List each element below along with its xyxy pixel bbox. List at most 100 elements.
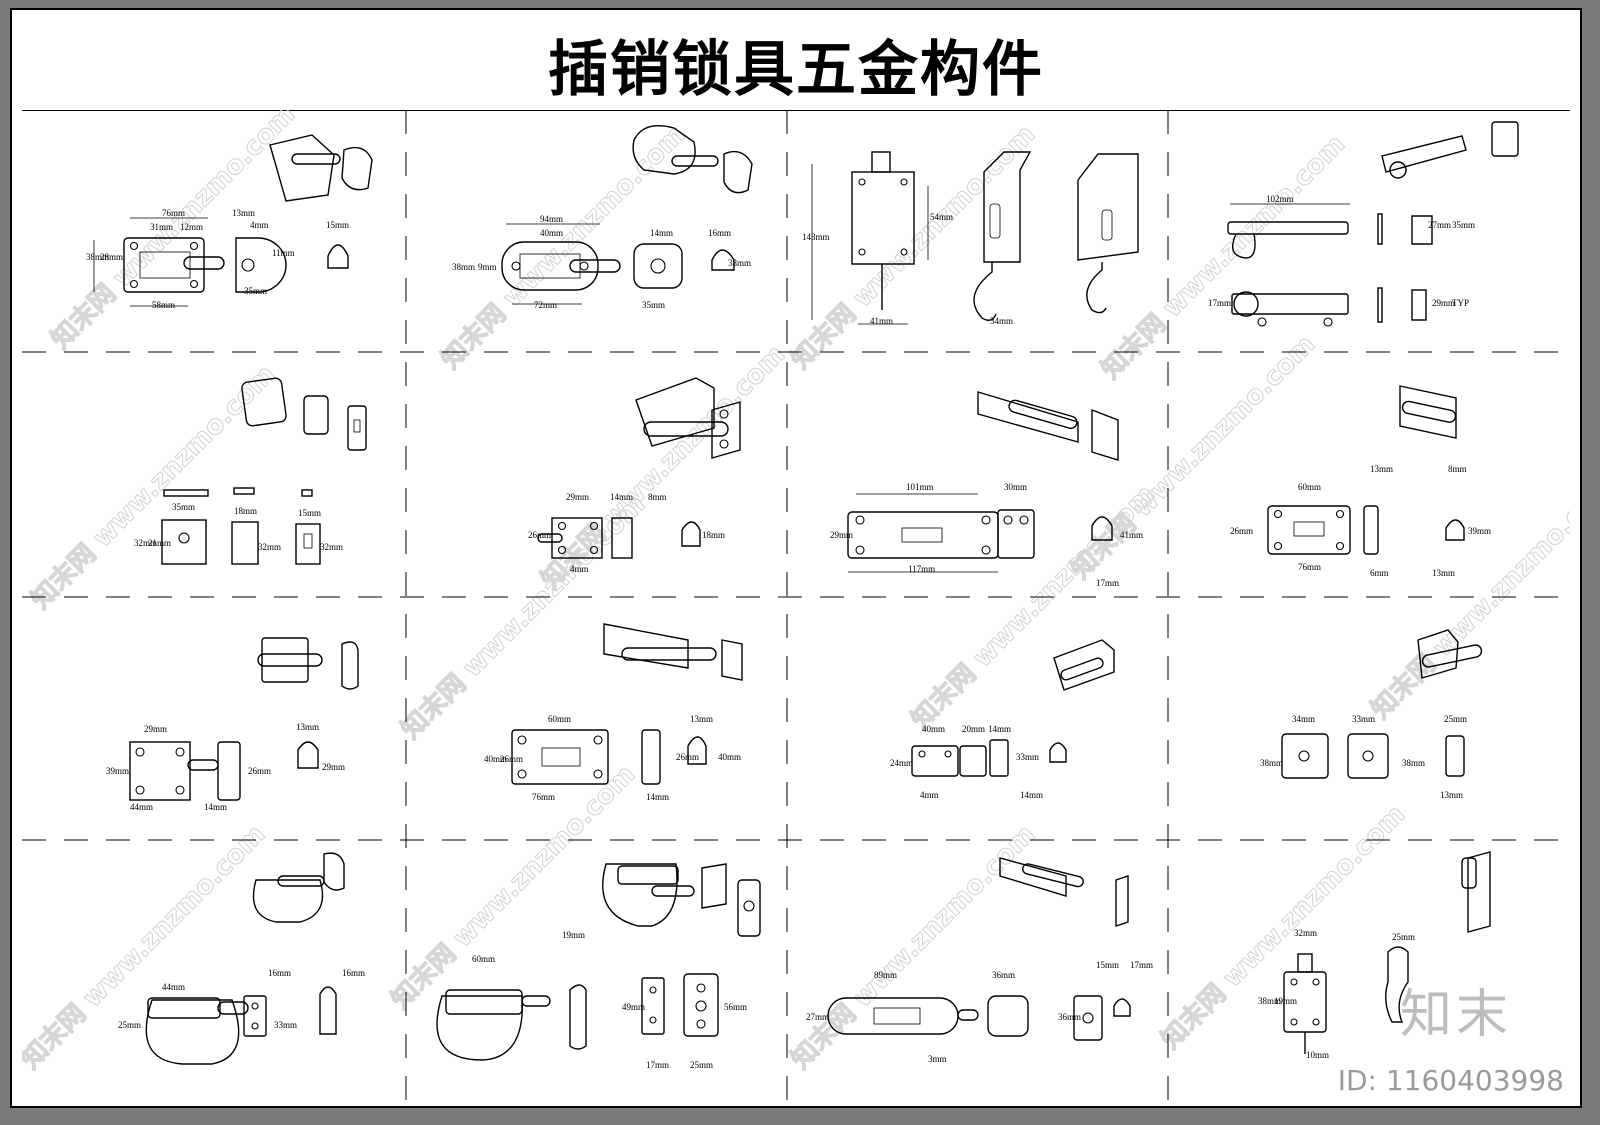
dimension-label: 117mm bbox=[908, 564, 935, 574]
dimension-label: 40mm bbox=[922, 724, 945, 734]
dimension-label: 28mm bbox=[100, 252, 123, 262]
dimension-label: 19mm bbox=[562, 930, 585, 940]
dimension-label: 29mm bbox=[566, 492, 589, 502]
dimension-label: 13mm bbox=[1440, 790, 1463, 800]
dimension-label: 20mm bbox=[962, 724, 985, 734]
dimension-label: 17mm bbox=[1208, 298, 1231, 308]
title-block: 插销锁具五金构件 bbox=[22, 18, 1570, 111]
dimension-label: 13mm bbox=[1432, 568, 1455, 578]
watermark-text: 知末网 www.znzmo.com bbox=[436, 119, 691, 374]
dimension-label: 44mm bbox=[130, 802, 153, 812]
dimension-label: 18mm bbox=[234, 506, 257, 516]
dimension-label: 19mm bbox=[1274, 996, 1297, 1006]
dimension-label: 32mm bbox=[258, 542, 281, 552]
dimension-label: 25mm bbox=[118, 1020, 141, 1030]
dimension-label: 15mm bbox=[1096, 960, 1119, 970]
latch-item-7 bbox=[847, 391, 1119, 573]
watermark-logo: 知末 bbox=[1399, 985, 1512, 1045]
dimension-label: 14mm bbox=[1020, 790, 1043, 800]
watermarks: 知末网 www.znzmo.com 知末网 www.znzmo.com 知末网 … bbox=[22, 110, 1570, 1075]
dimension-label: 17mm bbox=[1096, 578, 1119, 588]
dimension-label: 60mm bbox=[1298, 482, 1321, 492]
latch-item-15 bbox=[827, 857, 1131, 1041]
dimension-label: 14mm bbox=[650, 228, 673, 238]
latch-item-12 bbox=[1281, 629, 1483, 779]
watermark-text: 知末网 www.znzmo.com bbox=[46, 110, 301, 355]
dimension-label: 60mm bbox=[548, 714, 571, 724]
dimension-label: 29mm bbox=[322, 762, 345, 772]
dimension-label: 76mm bbox=[1298, 562, 1321, 572]
dimension-label: 10mm bbox=[1306, 1050, 1329, 1060]
latch-item-14 bbox=[436, 863, 761, 1061]
dimension-label: 36mm bbox=[1058, 1012, 1081, 1022]
dimension-label: 54mm bbox=[930, 212, 953, 222]
latch-item-6 bbox=[537, 377, 741, 559]
dimension-label: 72mm bbox=[534, 300, 557, 310]
drawing-frame bbox=[10, 8, 1582, 1108]
dimension-label: 26mm bbox=[676, 752, 699, 762]
dimension-label: 29mm bbox=[144, 724, 167, 734]
latch-item-13 bbox=[145, 852, 345, 1065]
dimension-label: 89mm bbox=[874, 970, 897, 980]
dimension-label: 31mm bbox=[150, 222, 173, 232]
dimension-label: 25mm bbox=[1444, 714, 1467, 724]
dimension-label: 34mm bbox=[990, 316, 1013, 326]
latch-item-5 bbox=[161, 377, 367, 565]
dimension-label: 8mm bbox=[648, 492, 667, 502]
dimension-label: 33mm bbox=[274, 1020, 297, 1030]
dimension-label: 9mm bbox=[478, 262, 497, 272]
dimension-label: 4mm bbox=[570, 564, 589, 574]
dimension-label: 94mm bbox=[540, 214, 563, 224]
sheet-title: 插销锁具五金构件 bbox=[548, 34, 1044, 105]
dimension-label: 16mm bbox=[268, 968, 291, 978]
dimension-label: 13mm bbox=[232, 208, 255, 218]
dimension-label: 14mm bbox=[204, 802, 227, 812]
dimension-label: 38mm bbox=[1260, 758, 1283, 768]
dimension-label: 12mm bbox=[180, 222, 203, 232]
dimension-label: 13mm bbox=[690, 714, 713, 724]
dimension-label: 26mm bbox=[528, 530, 551, 540]
latch-item-1 bbox=[93, 134, 373, 307]
dimension-label: 143mm bbox=[802, 232, 830, 242]
dimension-label: 38mm bbox=[1402, 758, 1425, 768]
dimension-label: 39mm bbox=[106, 766, 129, 776]
dimension-label: 25mm bbox=[690, 1060, 713, 1070]
dimension-label: 3mm bbox=[928, 1054, 947, 1064]
watermark-text: 知末网 www.znzmo.com bbox=[396, 489, 651, 744]
dimension-label: 35mm bbox=[642, 300, 665, 310]
dimension-label: 60mm bbox=[472, 954, 495, 964]
dimension-label: 27mm bbox=[1428, 220, 1451, 230]
dimension-label: 16mm bbox=[342, 968, 365, 978]
dimension-label: 44mm bbox=[162, 982, 185, 992]
dimension-label: 27mm bbox=[806, 1012, 829, 1022]
dimension-label: 32mm bbox=[134, 538, 157, 548]
hardware-drawing-grid: 知末网 www.znzmo.com 知末网 www.znzmo.com 知末网 … bbox=[22, 110, 1570, 1100]
dimension-label: 15mm bbox=[298, 508, 321, 518]
dimension-label: 15mm bbox=[326, 220, 349, 230]
dimension-label: 35mm bbox=[244, 286, 267, 296]
dimension-label: 25mm bbox=[1392, 932, 1415, 942]
dimension-label: 38mm bbox=[86, 252, 109, 262]
dimension-label: 33mm bbox=[1016, 752, 1039, 762]
dimension-label: 38mm bbox=[1258, 996, 1281, 1006]
dimension-label: 30mm bbox=[1004, 482, 1027, 492]
dimension-label: 29mm bbox=[1432, 298, 1455, 308]
dimension-label: 14mm bbox=[988, 724, 1011, 734]
dimension-label: 4mm bbox=[250, 220, 269, 230]
dimension-label: 21mm bbox=[148, 538, 171, 548]
latch-item-2 bbox=[501, 125, 753, 305]
dimension-label: 40mm bbox=[484, 754, 507, 764]
dimension-label: 8mm bbox=[1448, 464, 1467, 474]
dimension-label: 101mm bbox=[906, 482, 934, 492]
dimension-label: 38mm bbox=[728, 258, 751, 268]
dimension-label: 76mm bbox=[532, 792, 555, 802]
dimension-label: 17mm bbox=[646, 1060, 669, 1070]
latch-item-8 bbox=[1267, 385, 1465, 555]
image-id: ID: 1160403998 bbox=[1337, 1064, 1564, 1097]
dimension-label: 49mm bbox=[622, 1002, 645, 1012]
dimension-labels: 76mm 31mm 12mm 13mm 4mm 15mm 38mm 28mm 5… bbox=[86, 194, 1491, 1070]
dimension-label: 26mm bbox=[1230, 526, 1253, 536]
dimension-label: 76mm bbox=[162, 208, 185, 218]
dimension-label: 34mm bbox=[1292, 714, 1315, 724]
latch-item-9 bbox=[129, 637, 359, 801]
